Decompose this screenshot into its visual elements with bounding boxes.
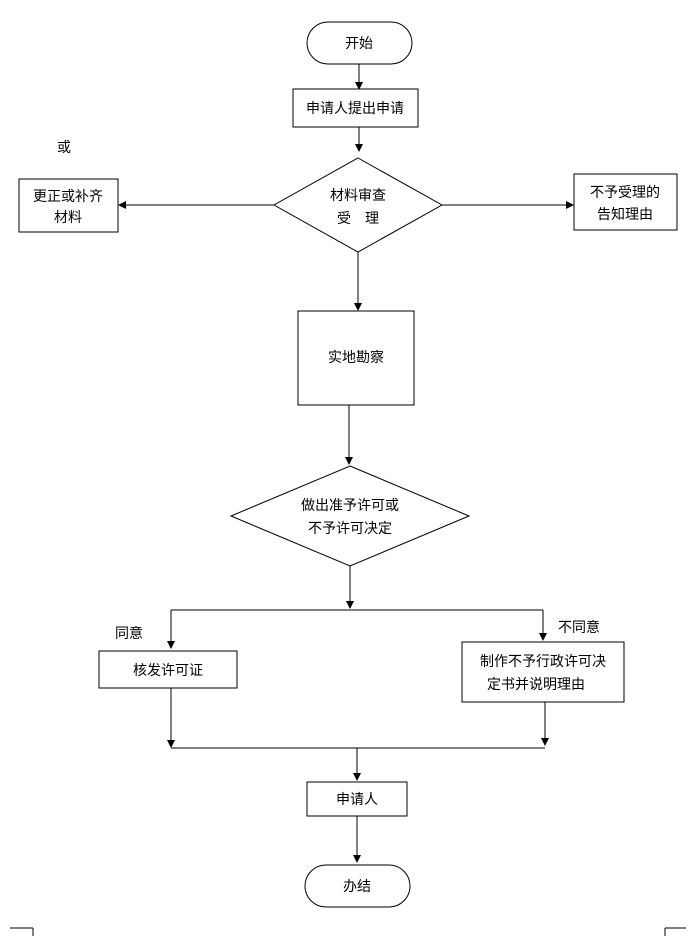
deny-label-line2: 定书并说明理由 bbox=[487, 677, 585, 693]
issue-node: 核发许可证 bbox=[98, 650, 238, 689]
reject-label-line2: 告知理由 bbox=[597, 206, 653, 223]
review-label-line2: 受 理 bbox=[337, 211, 379, 227]
deny-node: 制作不予行政许可决 定书并说明理由 bbox=[461, 641, 625, 703]
review-decision: 材料审查 受 理 bbox=[272, 157, 444, 253]
issue-label: 核发许可证 bbox=[133, 663, 203, 679]
reject-node: 不予受理的 告知理由 bbox=[573, 173, 678, 231]
review-label-line1: 材料审查 bbox=[330, 188, 386, 204]
finish-label: 办结 bbox=[343, 879, 371, 895]
applicant-node: 申请人 bbox=[306, 781, 408, 817]
corner-mark-right bbox=[664, 927, 686, 936]
correct-node: 更正或补齐 材料 bbox=[18, 178, 119, 233]
disagree-label: 不同意 bbox=[558, 619, 600, 636]
inspect-node: 实地勘察 bbox=[297, 310, 415, 406]
correct-label-line2: 材料 bbox=[54, 210, 82, 226]
inspect-label: 实地勘察 bbox=[328, 349, 384, 366]
start-node: 开始 bbox=[306, 21, 413, 65]
apply-node: 申请人提出申请 bbox=[292, 88, 419, 128]
apply-label: 申请人提出申请 bbox=[306, 101, 404, 117]
start-label: 开始 bbox=[345, 36, 373, 52]
finish-node: 办结 bbox=[304, 864, 411, 908]
or-label: 或 bbox=[57, 140, 71, 156]
decide-label-line1: 做出准予许可或 bbox=[301, 498, 399, 514]
correct-label-line1: 更正或补齐 bbox=[33, 189, 103, 205]
permit-decision: 做出准予许可或 不予许可决定 bbox=[229, 465, 471, 567]
deny-label-line1: 制作不予行政许可决 bbox=[480, 654, 606, 670]
reject-label-line1: 不予受理的 bbox=[590, 185, 660, 201]
agree-label: 同意 bbox=[115, 625, 143, 642]
decide-label-line2: 不予许可决定 bbox=[308, 521, 392, 537]
applicant-label: 申请人 bbox=[336, 792, 378, 808]
corner-mark-left bbox=[10, 927, 34, 936]
